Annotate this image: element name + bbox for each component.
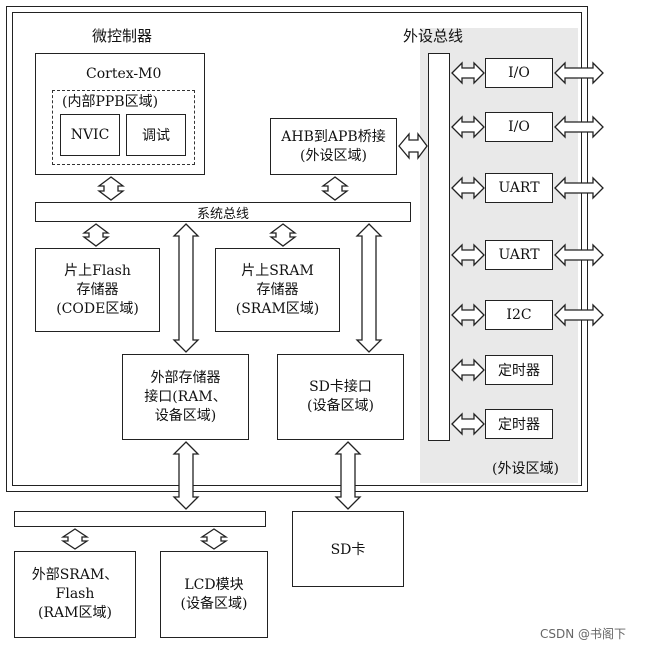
- arrow-bus-io2: [451, 115, 485, 139]
- arrow-i2c-out: [554, 303, 604, 327]
- sram-line-2: 存储器: [256, 281, 299, 298]
- arrow-bus-uart2: [451, 243, 485, 267]
- arrow-bus-i2c: [451, 303, 485, 327]
- arrow-io2-out: [554, 115, 604, 139]
- sram-box: 片上SRAM 存储器 (SRAM区域): [215, 248, 340, 332]
- ahb-apb-line-1: AHB到APB桥接: [281, 128, 386, 145]
- peripheral-io-2: I/O: [485, 112, 553, 142]
- peripheral-timer-1: 定时器: [485, 355, 553, 385]
- ext-mem-if-line-3: 设备区域): [154, 407, 217, 424]
- arrow-extbus-lcd: [199, 528, 229, 550]
- peripheral-timer-2-label: 定时器: [498, 417, 540, 433]
- arrow-extmem-extbus: [172, 441, 200, 510]
- peripheral-io-1: I/O: [485, 58, 553, 88]
- lcd-box: LCD模块 (设备区域): [160, 551, 268, 638]
- lcd-line-1: LCD模块: [184, 576, 244, 593]
- sram-line-1: 片上SRAM: [241, 262, 314, 279]
- arrow-bus-uart1: [451, 176, 485, 200]
- flash-box: 片上Flash 存储器 (CODE区域): [35, 248, 160, 332]
- ahb-apb-bridge-box: AHB到APB桥接 (外设区域): [270, 118, 397, 175]
- sd-card-box: SD卡: [292, 511, 404, 587]
- sram-line-3: (SRAM区域): [235, 300, 320, 317]
- arrow-cortex-sysbus: [97, 176, 125, 201]
- ppb-label: (内部PPB区域): [62, 94, 159, 110]
- nvic-box: NVIC: [60, 114, 120, 156]
- flash-line-1: 片上Flash: [64, 262, 131, 279]
- peripheral-uart-2-label: UART: [498, 247, 540, 263]
- sd-if-box: SD卡接口 (设备区域): [277, 354, 404, 440]
- peripheral-uart-1-label: UART: [498, 180, 540, 196]
- arrow-bridge-periphbus: [398, 132, 428, 160]
- arrow-bridge-sysbus: [321, 176, 349, 201]
- ext-mem-if-box: 外部存储器 接口(RAM、 设备区域): [122, 354, 249, 440]
- arrow-bus-timer1: [451, 358, 485, 382]
- arrow-sysbus-extmem: [172, 223, 200, 353]
- arrow-bus-io1: [451, 61, 485, 85]
- arrow-sysbus-sram: [269, 223, 297, 247]
- arrow-uart2-out: [554, 243, 604, 267]
- peripheral-i2c: I2C: [485, 300, 553, 330]
- peripheral-i2c-label: I2C: [506, 307, 532, 323]
- external-bus: [14, 511, 266, 527]
- mcu-title: 微控制器: [92, 27, 153, 45]
- nvic-label: NVIC: [70, 127, 110, 143]
- cortex-title: Cortex-M0: [86, 66, 162, 82]
- peripheral-region-label: (外设区域): [492, 461, 559, 477]
- mcu-frame-outer: [6, 6, 588, 492]
- debug-box: 调试: [126, 114, 186, 156]
- peripheral-io-2-label: I/O: [508, 119, 530, 135]
- mcu-frame-inner: [12, 12, 582, 486]
- peripheral-timer-2: 定时器: [485, 409, 553, 439]
- arrow-extbus-extsram: [60, 528, 90, 550]
- arrow-io1-out: [554, 61, 604, 85]
- peripheral-bus-title: 外设总线: [403, 27, 464, 45]
- arrow-bus-timer2: [451, 412, 485, 436]
- system-bus-label: 系统总线: [196, 206, 249, 222]
- arrow-sdif-sdcard: [334, 441, 362, 510]
- ext-mem-if-line-1: 外部存储器: [150, 369, 221, 386]
- ext-sram-box: 外部SRAM、 Flash (RAM区域): [14, 551, 136, 638]
- peripheral-uart-2: UART: [485, 240, 553, 270]
- sd-if-line-2: (设备区域): [307, 398, 374, 414]
- peripheral-bus: [428, 53, 450, 441]
- sd-card-label: SD卡: [330, 542, 366, 558]
- system-bus: 系统总线: [35, 202, 411, 222]
- debug-label: 调试: [142, 128, 170, 144]
- ext-sram-line-2: Flash: [55, 586, 95, 602]
- flash-line-3: (CODE区域): [56, 300, 139, 317]
- peripheral-timer-1-label: 定时器: [498, 363, 540, 379]
- lcd-line-2: (设备区域): [180, 595, 248, 612]
- flash-line-2: 存储器: [76, 281, 119, 298]
- peripheral-io-1-label: I/O: [508, 65, 530, 81]
- ppb-region: [52, 90, 195, 165]
- peripheral-uart-1: UART: [485, 173, 553, 203]
- ext-mem-if-line-2: 接口(RAM、: [144, 388, 227, 405]
- watermark: CSDN @书阁下: [540, 627, 627, 641]
- arrow-uart1-out: [554, 176, 604, 200]
- ahb-apb-line-2: (外设区域): [300, 147, 367, 164]
- sd-if-line-1: SD卡接口: [309, 379, 372, 395]
- ext-sram-line-1: 外部SRAM、: [31, 567, 119, 583]
- arrow-sysbus-sdif: [355, 223, 383, 353]
- arrow-sysbus-flash: [82, 223, 110, 247]
- ext-sram-line-3: (RAM区域): [38, 605, 112, 621]
